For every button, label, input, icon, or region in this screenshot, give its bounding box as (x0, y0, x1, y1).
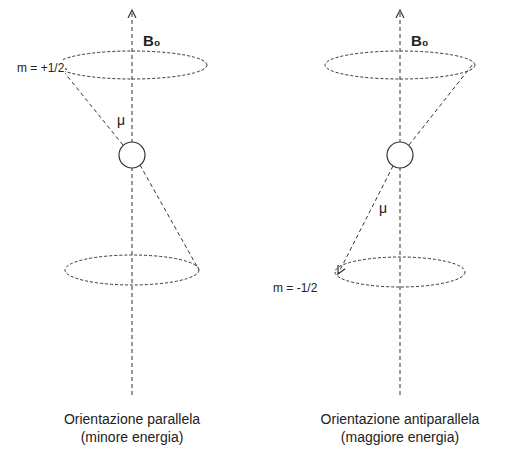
moment-symbol: μ (378, 200, 388, 217)
field-label: B₀ (142, 32, 162, 49)
quantum-number: m = -1/2 (272, 280, 318, 297)
nucleus (119, 142, 145, 168)
moment-vector (338, 166, 393, 274)
precession-ellipse (65, 255, 199, 285)
moment-symbol: μ (116, 112, 126, 129)
field-label: B₀ (410, 32, 430, 49)
field-axis (132, 10, 133, 395)
precession-ellipse (325, 51, 475, 79)
precession-ellipse (335, 257, 465, 287)
quantum-number: m = +1/2 (16, 60, 65, 77)
moment-vector (59, 66, 123, 145)
cone-line (140, 165, 199, 270)
field-axis (400, 10, 401, 395)
cone-line (409, 64, 473, 145)
precession-ellipse (57, 51, 207, 79)
orientation-caption: Orientazione parallela (minore energia) (42, 410, 222, 446)
orientation-caption: Orientazione antiparallela (maggiore ene… (300, 410, 500, 446)
nucleus (387, 142, 413, 168)
